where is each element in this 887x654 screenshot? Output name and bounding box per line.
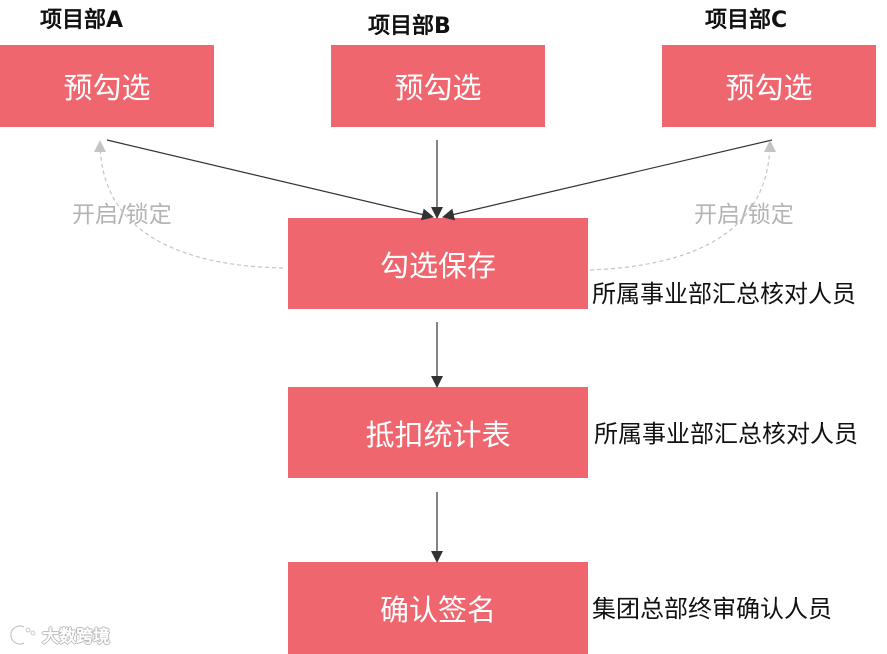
step-box-deduction-table: 抵扣统计表 xyxy=(288,387,588,478)
watermark-text: 大数跨境 xyxy=(42,627,110,647)
role-label-step-1: 所属事业部汇总核对人员 xyxy=(592,280,856,308)
toggle-label-left: 开启/锁定 xyxy=(72,202,172,228)
watermark-logo-icon xyxy=(8,623,36,646)
watermark: 大数跨境 xyxy=(8,622,110,647)
project-label-c: 项目部C xyxy=(705,8,788,33)
project-label-a: 项目部A xyxy=(40,8,124,33)
project-label-b: 项目部B xyxy=(368,14,451,39)
step-box-save-selection: 勾选保存 xyxy=(288,218,588,309)
step-box-confirm-signature: 确认签名 xyxy=(288,562,588,654)
preselect-box-a: 预勾选 xyxy=(0,45,214,127)
role-label-step-2: 所属事业部汇总核对人员 xyxy=(594,420,858,448)
preselect-box-c: 预勾选 xyxy=(662,45,876,127)
toggle-label-right: 开启/锁定 xyxy=(694,202,794,228)
preselect-box-b: 预勾选 xyxy=(331,45,545,127)
role-label-step-3: 集团总部终审确认人员 xyxy=(592,595,832,623)
